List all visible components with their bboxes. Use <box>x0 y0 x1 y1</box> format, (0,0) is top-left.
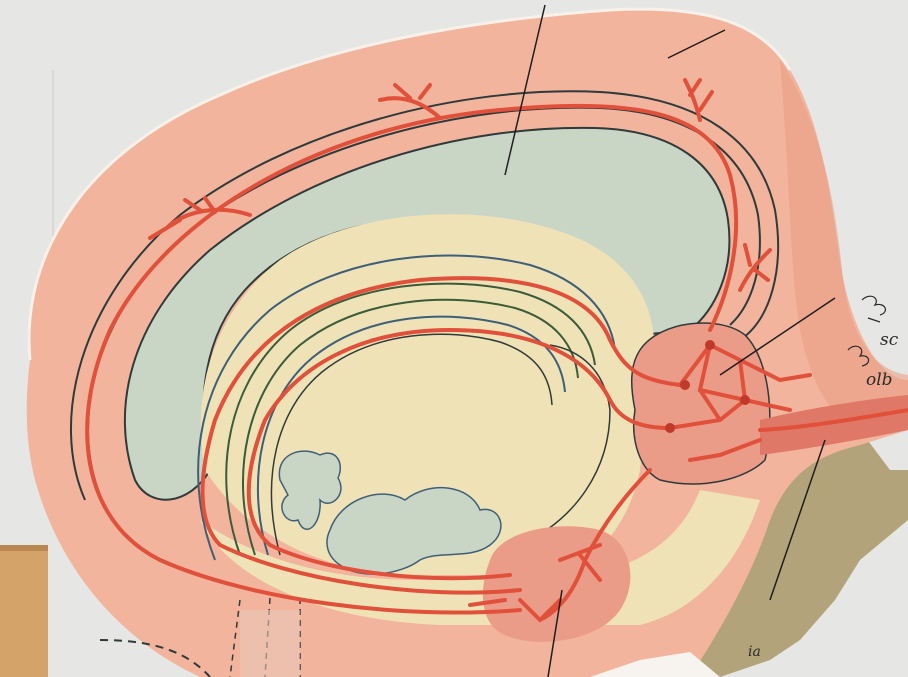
note-olb: olb <box>866 370 893 390</box>
node-3 <box>665 423 675 433</box>
wood-block-edge <box>0 545 48 551</box>
note-ia: ia <box>748 644 761 660</box>
brainstem-band <box>240 610 300 677</box>
node-1 <box>705 340 715 350</box>
wood-block <box>0 545 48 677</box>
note-sc: sc <box>880 330 899 350</box>
node-4 <box>740 395 750 405</box>
node-2 <box>680 380 690 390</box>
